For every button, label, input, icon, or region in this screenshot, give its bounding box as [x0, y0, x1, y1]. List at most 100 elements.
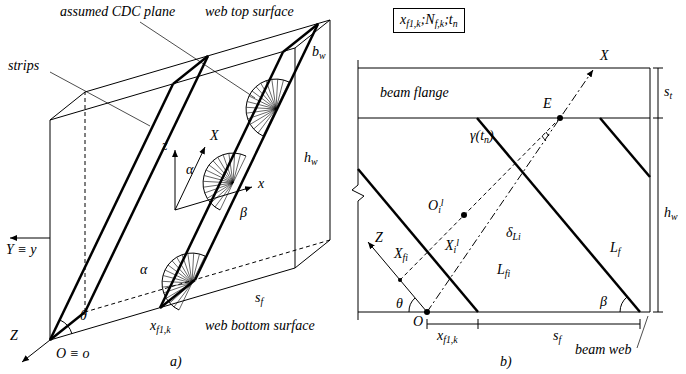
figure-label: a) [170, 354, 182, 370]
cdc-plane [50, 24, 318, 340]
drawing-stroke [50, 92, 85, 120]
drawing-stroke [188, 253, 192, 283]
figure-label: Xil [445, 238, 459, 255]
figure-label: hw [304, 150, 318, 167]
drawing-stroke [160, 280, 195, 308]
drawing-stroke [272, 79, 276, 109]
figure-label: Lf [610, 240, 621, 257]
drawing-stroke [229, 153, 233, 183]
figure-label: E [543, 96, 552, 112]
axes-b [368, 68, 663, 348]
drawing-stroke [140, 22, 255, 98]
drawing-stroke [368, 242, 427, 312]
figure-label: hw [664, 205, 678, 222]
drawing-stroke [233, 154, 241, 183]
drawing-stroke [398, 278, 402, 282]
drawing-stroke [258, 109, 276, 133]
drawing-stroke [427, 324, 640, 325]
drawing-stroke [477, 118, 640, 312]
drawing-stroke [163, 276, 192, 284]
drawing-stroke [233, 153, 235, 183]
figure-label: θ [396, 296, 403, 312]
figure-label: δLi [506, 225, 521, 242]
drawing-stroke [358, 312, 650, 313]
drawing-stroke [400, 118, 560, 280]
figure-label: X [600, 48, 609, 64]
drawing-stroke [195, 24, 318, 280]
figure-label: Y ≡ y [6, 242, 36, 258]
drawing-stroke [173, 56, 208, 84]
drawing-stroke [162, 283, 192, 287]
figure-label: sf [553, 328, 561, 345]
drawing-stroke [192, 253, 194, 283]
drawing-stroke [85, 92, 86, 312]
drawing-stroke [192, 254, 200, 283]
drawing-stroke [179, 283, 192, 310]
figure-label: γ(tn) [470, 128, 494, 145]
drawing-stroke [203, 181, 233, 183]
figure-label: b) [500, 354, 512, 370]
parameter-box: xf1,k;Nf,k;tn [393, 8, 465, 33]
figure-label: xf1,k [437, 328, 458, 345]
figure-label: O ≡ o [56, 346, 90, 362]
drawing-stroke [256, 87, 276, 109]
strip-lines [358, 118, 650, 312]
figure-label: beam flange [380, 85, 449, 101]
figure-label: sf [255, 290, 263, 307]
drawing-stroke [168, 265, 192, 283]
drawing-stroke [276, 80, 284, 109]
figure-label: Lfi [497, 262, 510, 279]
drawing-stroke [162, 281, 192, 283]
drawing-stroke [175, 150, 176, 210]
figure-label: α [140, 262, 147, 278]
drawing-stroke [50, 312, 85, 340]
drawing-stroke [653, 68, 663, 69]
drawing-stroke [170, 283, 192, 303]
points [398, 115, 563, 315]
drawing-stroke [424, 309, 430, 315]
drawing-stroke [263, 109, 276, 136]
drawing-stroke [162, 253, 205, 310]
figure-label: X [210, 128, 219, 144]
drawing-stroke [557, 115, 563, 121]
drawing-stroke [233, 156, 246, 183]
figure-label: Xfi [394, 246, 408, 263]
figure-label: Oil [428, 198, 444, 215]
beam-section [352, 60, 650, 320]
drawing-stroke [209, 165, 233, 183]
drawing-stroke [637, 316, 648, 348]
figure-label: st [664, 84, 672, 101]
drawing-stroke [427, 70, 593, 312]
drawing-stroke [427, 319, 428, 329]
drawing-stroke [249, 96, 276, 109]
drawing-stroke [276, 79, 278, 109]
drawing-stroke [85, 56, 208, 312]
axes-a [10, 22, 255, 362]
strip-fans [162, 79, 289, 310]
drawing-stroke [640, 319, 641, 329]
figure-label: strips [8, 58, 39, 74]
figure-label: beam web [575, 342, 631, 358]
drawing-stroke [50, 120, 51, 340]
parameter-text: xf1,k;Nf,k;tn [400, 12, 458, 29]
figure-label: θ [80, 308, 87, 324]
figure-label: β [240, 205, 247, 221]
drawing-stroke [600, 118, 650, 177]
drawing-stroke [204, 176, 233, 184]
drawing-stroke [330, 20, 331, 240]
drawing-stroke [192, 256, 205, 283]
drawing-stroke [220, 183, 233, 210]
drawing-stroke [252, 91, 276, 109]
drawing-stroke [206, 170, 233, 183]
drawing-stroke [203, 183, 233, 187]
drawing-stroke [175, 147, 205, 210]
drawing-stroke [85, 240, 330, 312]
drawing-stroke [461, 212, 467, 218]
drawing-stroke [165, 270, 192, 283]
drawing-stroke [653, 118, 663, 119]
drawing-stroke [174, 283, 192, 307]
drawing-stroke [10, 238, 50, 239]
drawing-stroke [478, 319, 479, 329]
drawing-stroke [358, 169, 478, 312]
figure-label: bw [312, 44, 326, 61]
